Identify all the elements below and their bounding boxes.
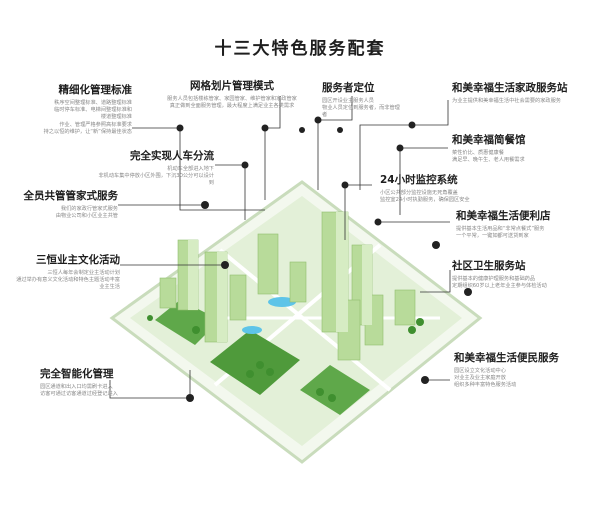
service-smart-management: 完全智能化管理 园区通道和出入口均需刷卡进入访客可通过访客通道过经登记进入: [40, 368, 118, 398]
service-housekeeping-station: 和美幸福生活家政服务站 为业主提供和美幸福生活中社会需要的家政服务: [452, 82, 568, 104]
service-health-station: 社区卫生服务站 提供基本的健康护理服务和基础药品定期组织60岁以上老年业主参与体…: [452, 260, 547, 290]
service-pedestrian-vehicle-separation: 完全实现人车分流 机动车全部进入地下非机动车集中停放小区外围，下沉30公分可以设…: [98, 150, 214, 187]
service-grid-management: 网格划片管理模式 服务人员包括楼栋管家、家园管家、维护管家和家政管家真正做到全面…: [167, 80, 297, 110]
page-title: 十三大特色服务配套: [214, 39, 386, 59]
service-cultural-activities: 三恒业主文化活动 三恒人每年会制定业主活动计划通过举办有意义文化活动和特色主题活…: [16, 254, 120, 291]
service-fine-management: 精细化管理标准 秩序空间整理标准、道路整理标准临时停车标准、电梯间整理标准和楼道…: [43, 84, 132, 135]
service-convenience-service: 和美幸福生活便民服务 园区设立文化活动中心对业主及业主家庭开放组织多种丰富特色服…: [454, 352, 559, 389]
service-24h-monitoring: 24小时监控系统 小区公共部分监控设施无死角覆盖监控室24小时执勤服务，确保园区…: [380, 174, 470, 204]
service-convenience-store: 和美幸福生活便利店 提供基本生活用品和“非常点餐式”服务一个平常，一键如都可送货…: [456, 210, 551, 240]
service-server-positioning: 服务者定位 园区开设业主服务人员物业人员定位到服务者，而非管理者: [322, 82, 400, 119]
service-snack-restaurant: 和美幸福简餐馆 菜性价比、质惠健康餐满足早、晚午生、老人用餐需求: [452, 134, 526, 164]
service-butler-management: 全员共管管家式服务 我们的家政行管家式服务由物业公司和小区业主共管: [23, 190, 119, 220]
